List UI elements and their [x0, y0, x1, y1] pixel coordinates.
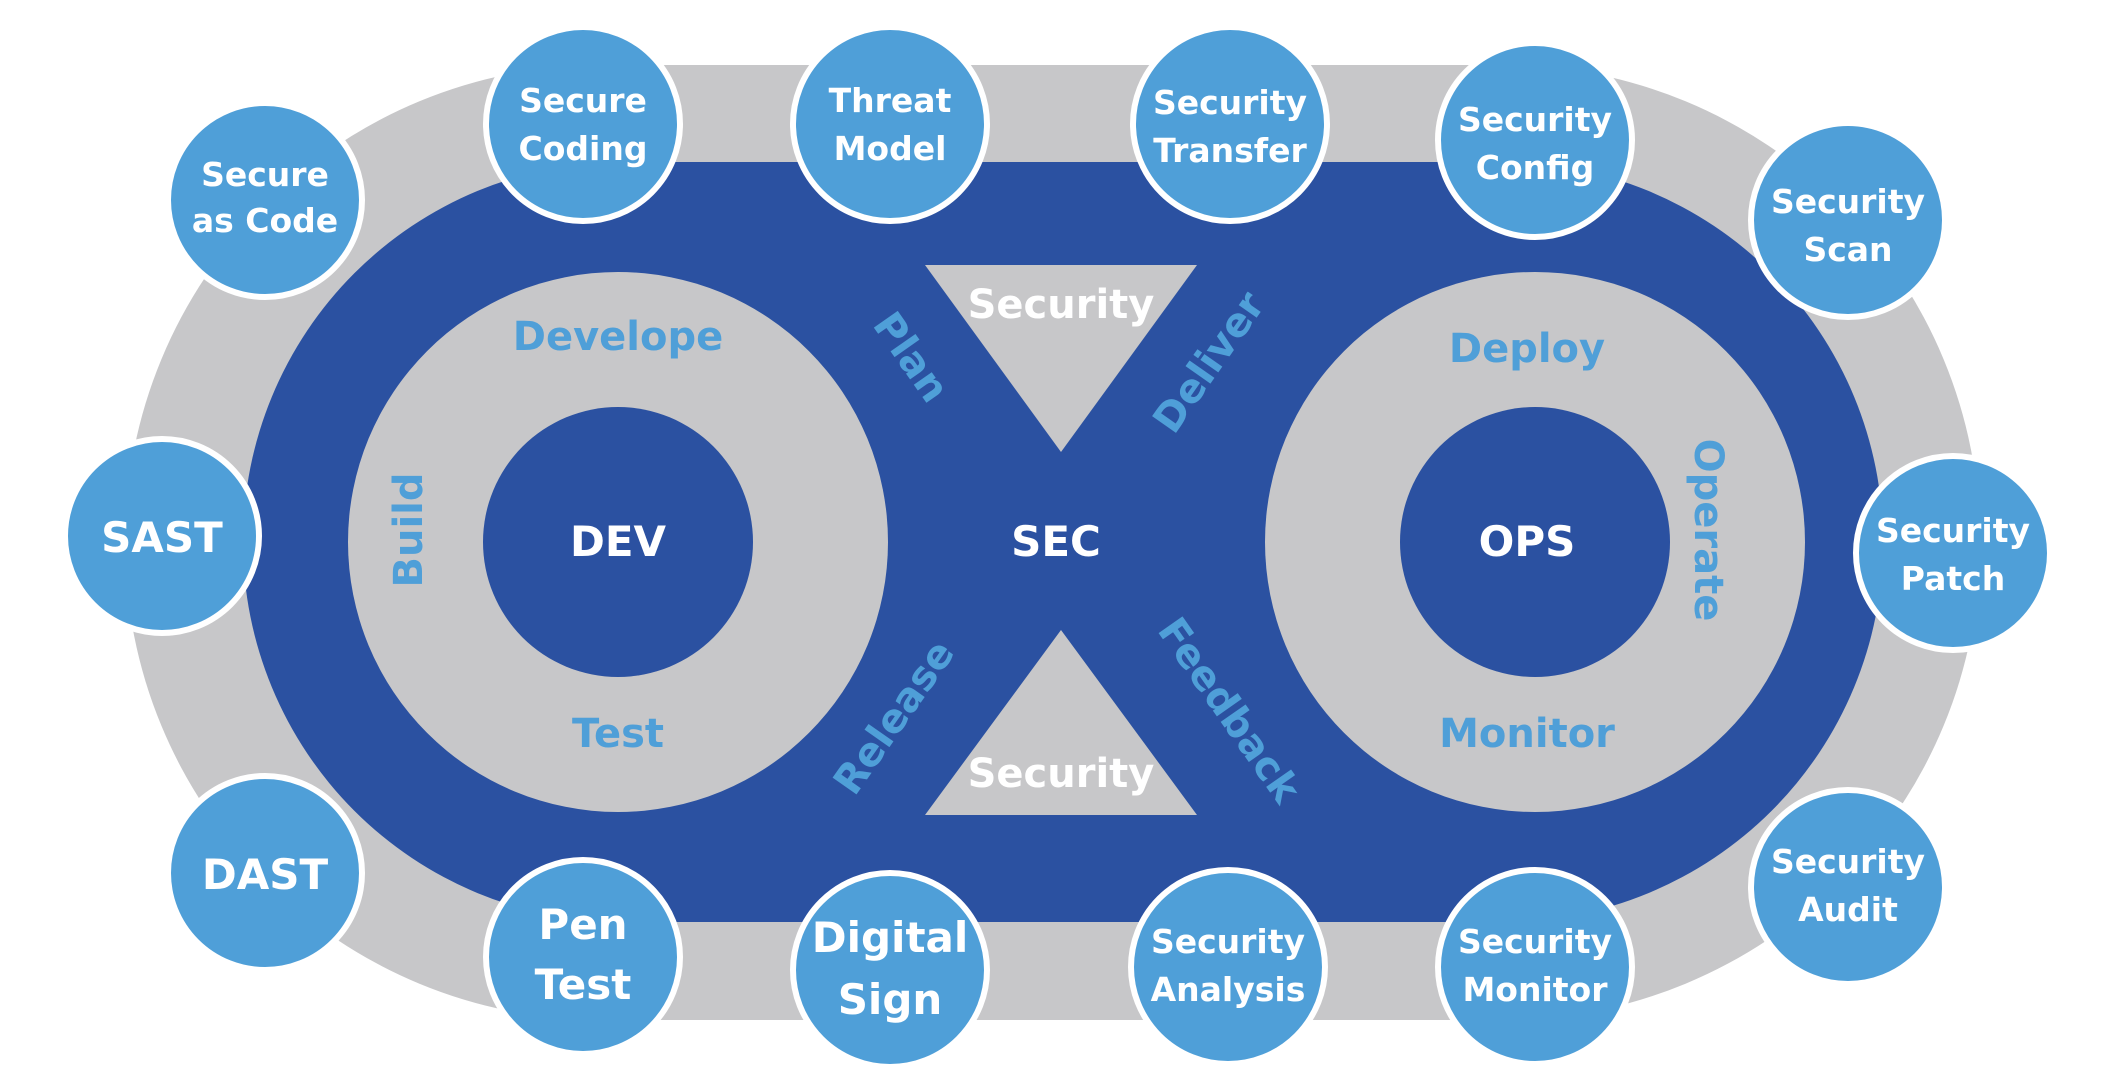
ops-label: OPS	[1479, 517, 1576, 566]
phase-monitor: Monitor	[1439, 711, 1615, 757]
node-dast: DAST	[165, 773, 365, 973]
sec-label: SEC	[1011, 517, 1101, 566]
dev-label: DEV	[570, 517, 667, 566]
security-top-label: Security	[968, 282, 1155, 328]
dev-core	[483, 407, 753, 677]
phase-deploy: Deploy	[1449, 326, 1605, 372]
security-triangle-top	[925, 265, 1197, 452]
security-triangle-bottom	[925, 630, 1197, 815]
phase-operate: Operate	[1685, 439, 1731, 622]
node-sast: SAST	[62, 436, 262, 636]
svg-text:DAST: DAST	[202, 850, 329, 899]
svg-text:SAST: SAST	[101, 513, 223, 562]
phase-develope: Develope	[513, 314, 724, 360]
ops-core	[1400, 407, 1670, 677]
phase-test: Test	[572, 711, 664, 757]
security-bottom-label: Security	[968, 751, 1155, 797]
phase-build: Build	[386, 472, 432, 587]
